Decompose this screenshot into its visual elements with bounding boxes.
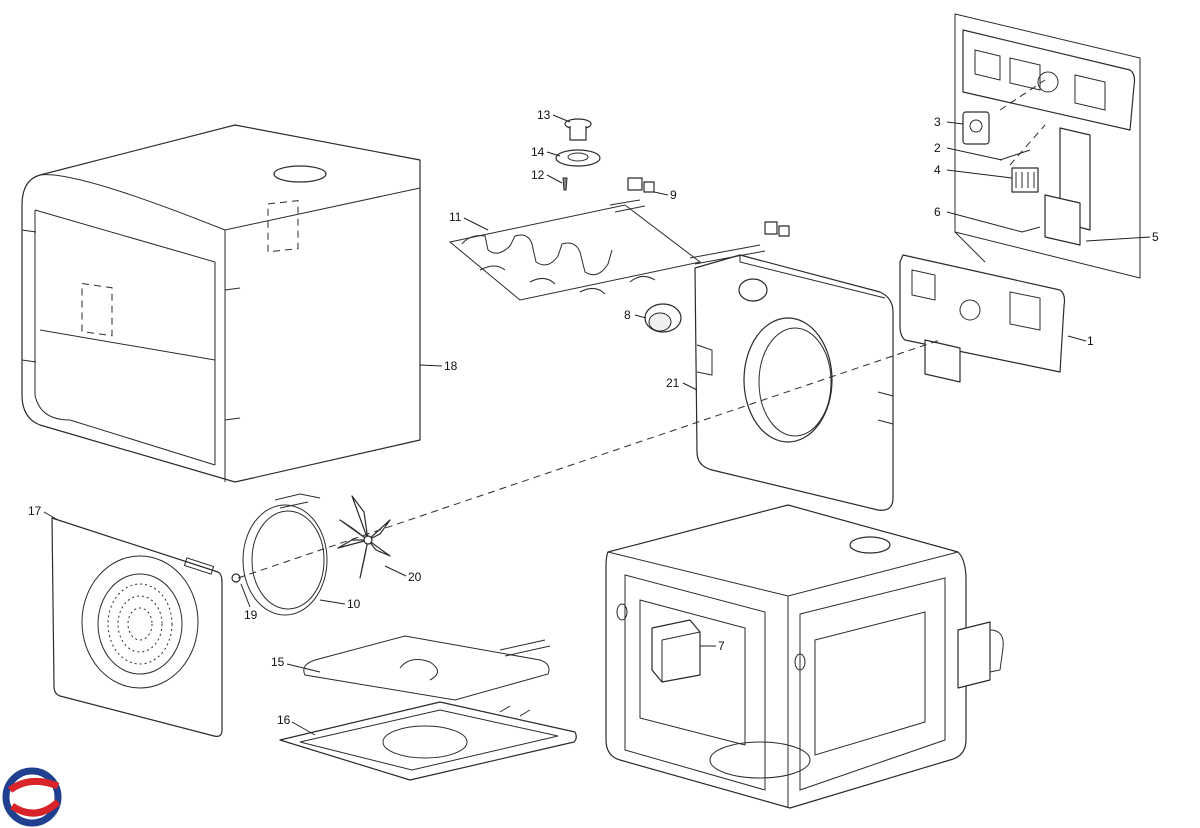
callout-3: 3: [934, 115, 941, 129]
logo-center: [25, 789, 41, 805]
brand-swirl-logo-icon: [2, 767, 62, 827]
part-16-bottom-tray: [279, 701, 577, 781]
callout-12: 12: [531, 168, 545, 182]
oven-cavity-assembly: [605, 504, 967, 809]
callout-19: 19: [244, 608, 258, 622]
part-13-knob: [564, 118, 592, 141]
part-19-nut: [231, 573, 241, 583]
callout-21: 21: [666, 376, 680, 390]
callout-8: 8: [624, 308, 631, 322]
callout-labels: 1 2 3 4 5 6 7 8 9 10 11 12 13 14 15 16 1…: [28, 108, 1159, 727]
callout-10: 10: [347, 597, 361, 611]
part-2-screw: [999, 149, 1031, 161]
part-3-thermostat: [962, 111, 990, 145]
part-7-cavity-component: [651, 619, 701, 683]
part-9-clip-right: [764, 221, 790, 237]
part-20-fan-blade: [337, 495, 391, 579]
callout-11: 11: [449, 210, 462, 224]
part-9-clip: [627, 177, 655, 193]
callout-6: 6: [934, 205, 941, 219]
part-17-door-panel: [51, 517, 223, 737]
fan-grille-perforation: [107, 583, 173, 665]
callout-4: 4: [934, 163, 941, 177]
part-6-screw: [1021, 226, 1041, 233]
callout-18: 18: [444, 359, 458, 373]
side-hinge-bracket: [957, 621, 1004, 689]
part-14-bezel: [555, 149, 601, 167]
callout-9: 9: [670, 188, 677, 202]
leader-lines: [43, 114, 1151, 736]
logo-red-swoosh-upper: [7, 777, 60, 793]
callout-16: 16: [277, 713, 291, 727]
callout-13: 13: [537, 108, 551, 122]
part-18-outer-casing: [21, 124, 421, 483]
callout-5: 5: [1152, 230, 1159, 244]
callout-7: 7: [718, 639, 725, 653]
part-4-terminal-block: [1011, 167, 1039, 193]
part-15-bottom-element: [303, 635, 551, 701]
part-8-oven-lamp: [644, 303, 682, 333]
assembly-axis-line: [237, 339, 941, 579]
logo-blue-ring: [2, 767, 62, 827]
callout-14: 14: [531, 145, 545, 159]
callout-2: 2: [934, 141, 941, 155]
part-1-control-plate: [899, 254, 1066, 383]
callout-20: 20: [408, 570, 422, 584]
part-21-back-panel: [694, 254, 894, 511]
part-12-screw: [562, 177, 568, 191]
inset-panel-detail: [954, 13, 1141, 279]
logo-red-swoosh-lower: [10, 799, 61, 817]
callout-15: 15: [271, 655, 285, 669]
callout-1: 1: [1087, 334, 1094, 348]
part-11-grill-element: [448, 199, 766, 301]
part-10-ring-element: [242, 493, 328, 616]
callout-17: 17: [28, 504, 42, 518]
